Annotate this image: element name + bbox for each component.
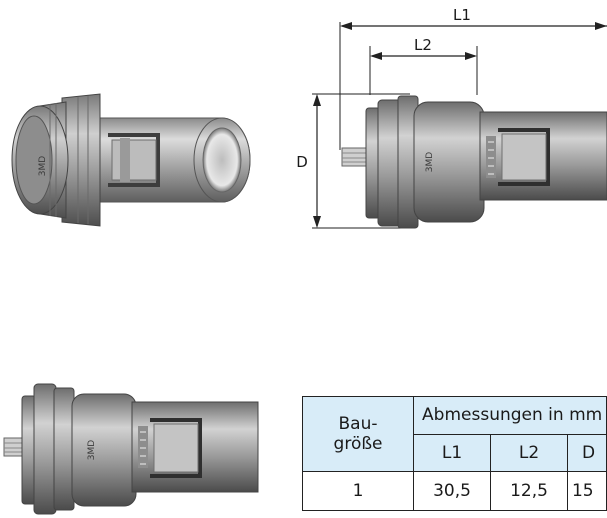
dims-header: Abmessungen in mm (413, 396, 607, 435)
dim-label-d: D (296, 153, 308, 171)
cell-l1: 30,5 (413, 471, 492, 511)
col-header-l1: L1 (413, 433, 492, 472)
side-view-marking: 3MD (425, 152, 435, 172)
col-header-l2: L2 (490, 433, 568, 472)
size-header-line1: Bau- (338, 414, 378, 434)
perspective-marking: 3MD (38, 156, 48, 176)
cell-d-text: 15 (571, 481, 594, 501)
cell-l2: 12,5 (490, 471, 568, 511)
col-header-d: D (566, 433, 607, 472)
dimension-drawing: L1 L2 D 3MD (296, 6, 607, 229)
dimensions-table: Bau- größe Abmessungen in mm L1 L2 D 1 3… (301, 396, 607, 511)
cell-size: 1 (301, 471, 415, 511)
dim-label-l2: L2 (414, 36, 432, 54)
size-header-line2: größe (333, 434, 383, 454)
size-header: Bau- größe (301, 396, 415, 472)
table-row: 1 30,5 12,5 15 (301, 471, 607, 511)
cell-d: 15 (566, 471, 607, 511)
connector-perspective-image: 3MD (11, 93, 251, 227)
dim-label-l1: L1 (453, 6, 471, 24)
dims-header-text: Abmessungen in mm (422, 405, 603, 426)
connector-side-image: 3MD (3, 383, 259, 515)
col-header-d-text: D (581, 442, 596, 463)
side-image-marking: 3MD (87, 440, 97, 460)
